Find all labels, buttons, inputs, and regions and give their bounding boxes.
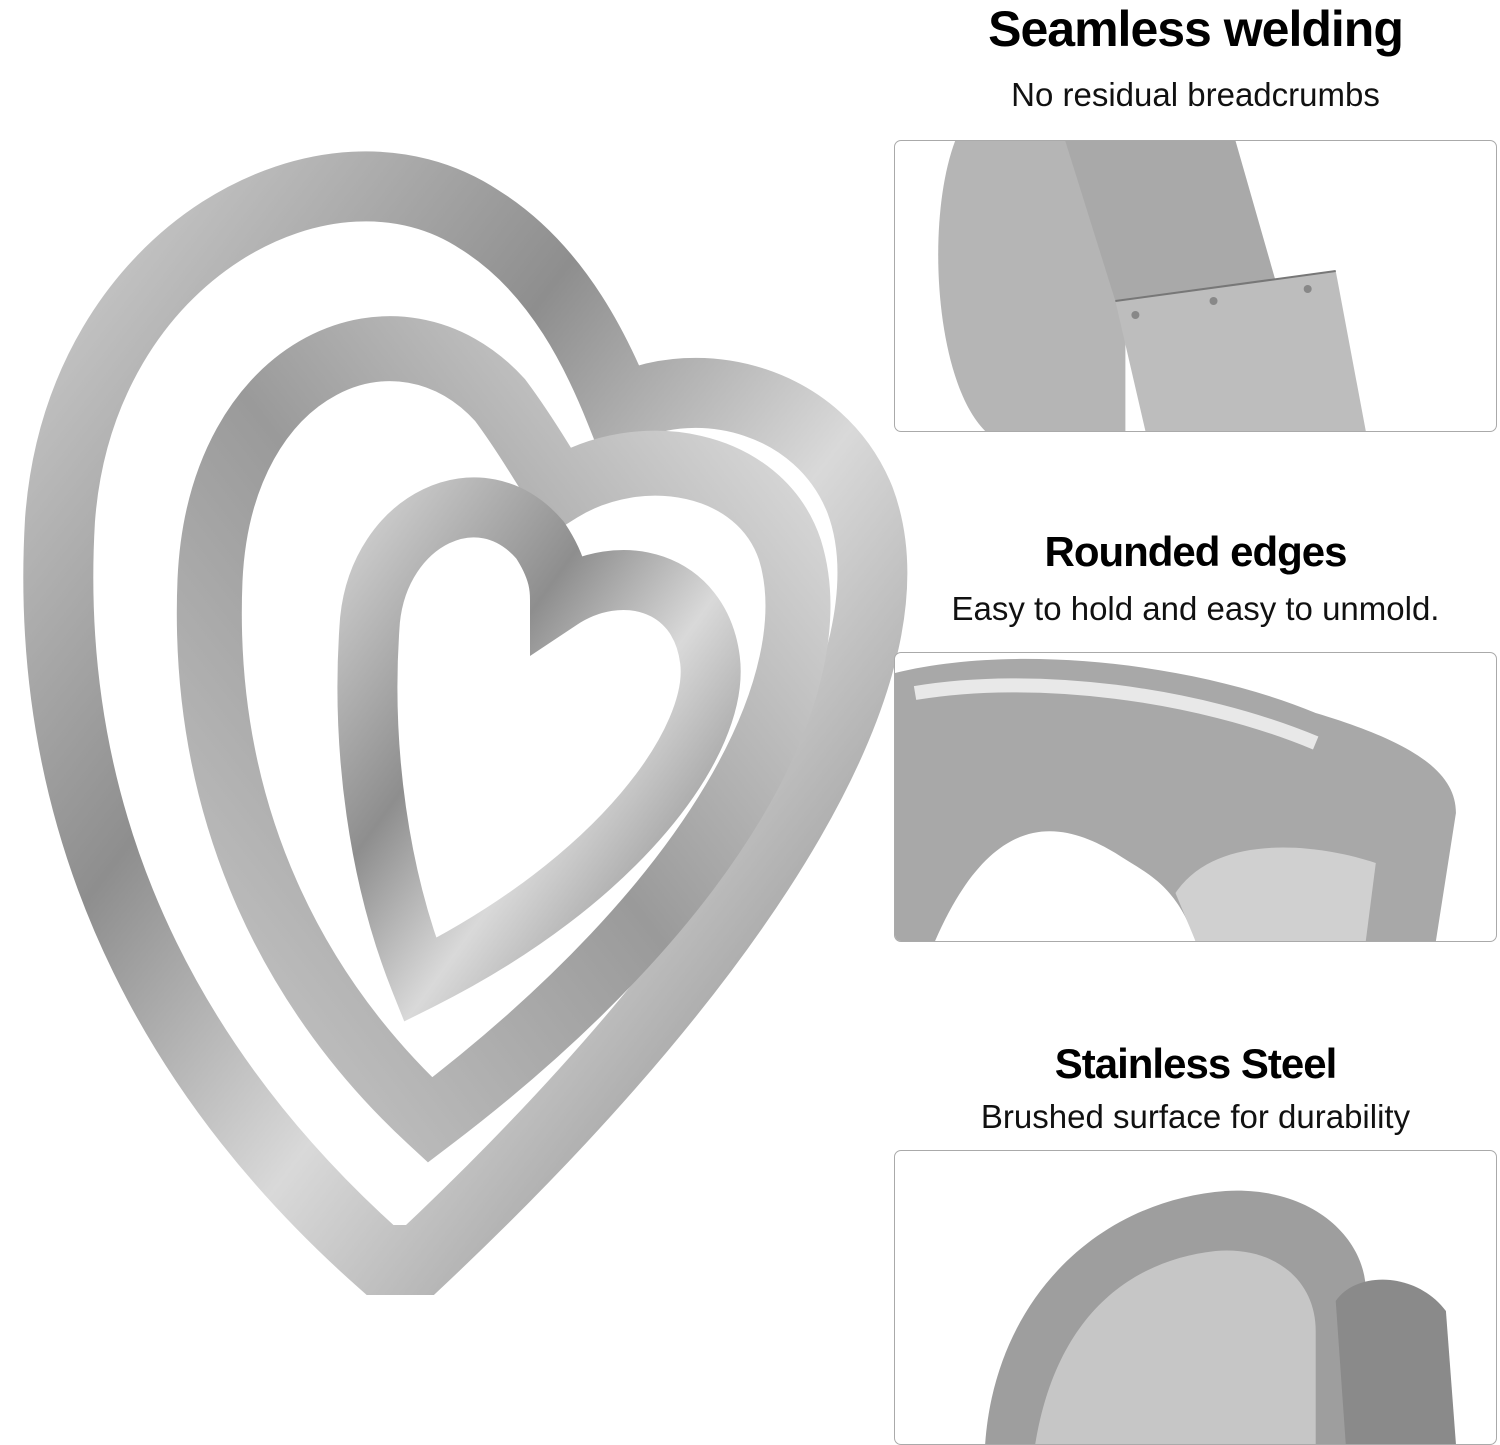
feature-title-rounded-edges: Rounded edges [1044,528,1347,575]
feature-subtitle-seamless-welding: No residual breadcrumbs [1011,76,1380,113]
feature-title-seamless-welding: Seamless welding [988,1,1404,57]
large-heart-ring [23,151,908,1295]
medium-heart-ring [176,316,831,1163]
feature-subtitle-stainless-steel: Brushed surface for durability [980,1098,1411,1135]
heart-mold-set-image [23,151,908,1295]
weld-seam-closeup-image [894,140,1497,432]
brushed-steel-closeup-image [894,1150,1497,1445]
rounded-edge-closeup-image [894,652,1497,942]
feature-title-stainless-steel: Stainless Steel [1054,1040,1337,1087]
small-heart-ring [337,477,741,1022]
feature-subtitle-rounded-edges: Easy to hold and easy to unmold. [951,590,1440,627]
